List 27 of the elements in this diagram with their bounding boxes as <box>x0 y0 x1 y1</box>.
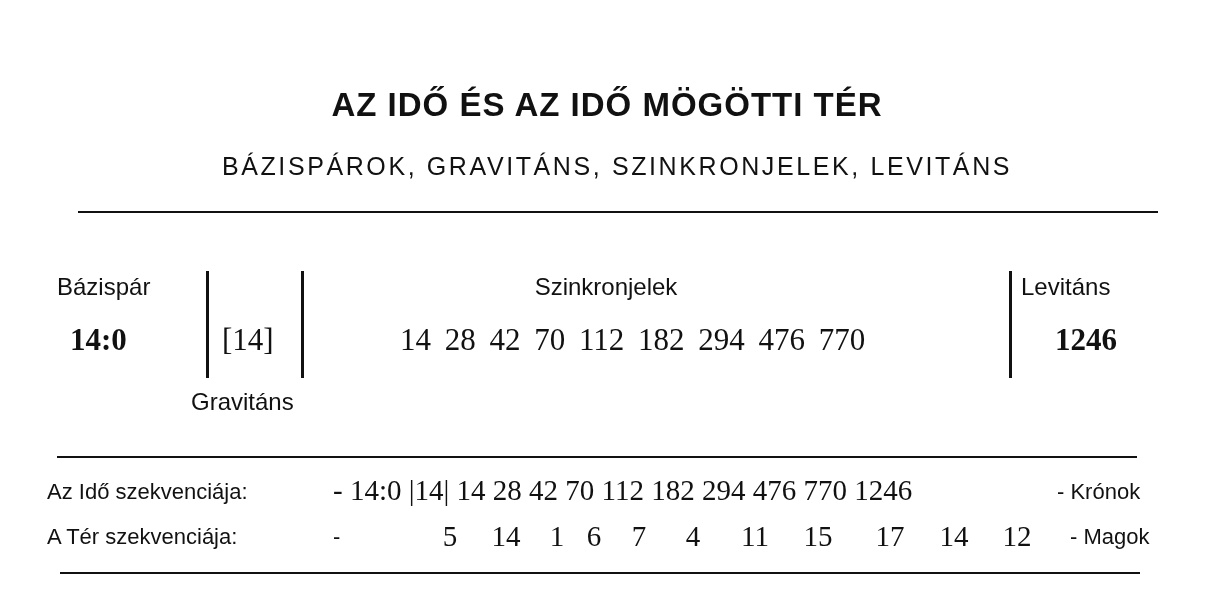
number-text: - 14:0 |14| 14 28 42 70 112 182 294 476 770 1246 <box>333 475 913 507</box>
number-text: 12 <box>1002 521 1032 553</box>
label-text: A Tér szekvenciája: <box>47 524 238 550</box>
number-text: 14:0 <box>70 322 127 358</box>
label-text: Levitáns <box>1021 273 1111 301</box>
number-text: 14 <box>491 521 521 553</box>
number-text: [14] <box>222 322 274 358</box>
number-text: 6 <box>586 521 602 553</box>
subtitle: BÁZISPÁROK, GRAVITÁNS, SZINKRONJELEK, LEVITÁNS <box>221 153 1013 181</box>
label-text: Az Idő szekvenciája: <box>47 479 248 505</box>
label-text: - <box>333 524 341 550</box>
number-text: 1246 <box>1055 322 1117 358</box>
label-text: - Magok <box>1070 524 1150 550</box>
label-text: Gravitáns <box>191 388 294 416</box>
number-text: 15 <box>803 521 833 553</box>
number-text: 4 <box>685 521 701 553</box>
label-text: Bázispár <box>57 273 151 301</box>
number-text: 14 <box>939 521 969 553</box>
number-text: 1 <box>549 521 565 553</box>
number-text: 17 <box>875 521 905 553</box>
number-text: 7 <box>631 521 647 553</box>
number-text: 5 <box>442 521 458 553</box>
label-text: Szinkronjelek <box>534 273 678 301</box>
label-text: - Krónok <box>1057 479 1141 505</box>
title: AZ IDŐ ÉS AZ IDŐ MÖGÖTTI TÉR <box>330 86 884 124</box>
number-text: 11 <box>741 521 769 553</box>
number-text: 14 28 42 70 112 182 294 476 770 <box>400 322 866 358</box>
